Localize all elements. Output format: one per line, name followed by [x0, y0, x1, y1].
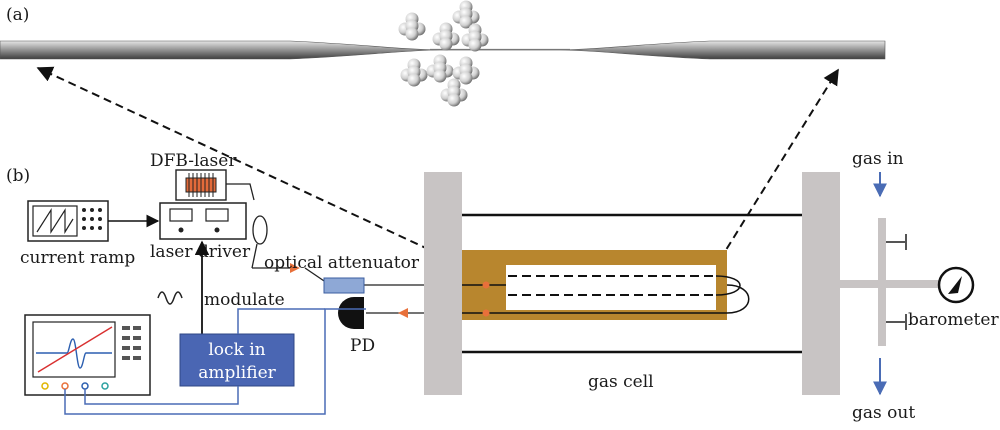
- barometer-label: barometer: [908, 310, 999, 330]
- laser-driver: laser driver: [150, 202, 251, 262]
- current-ramp-generator: current ramp: [20, 200, 135, 268]
- gas-cell: gas cell: [424, 172, 840, 395]
- panel-label-a: (a): [6, 5, 29, 25]
- dfb-laser: DFB-laser: [150, 151, 237, 201]
- oscilloscope: [24, 314, 151, 396]
- light-direction-arrow: [398, 308, 408, 318]
- lock-in-label-line2: amplifier: [198, 363, 276, 383]
- zoom-arrow-right: [705, 68, 839, 283]
- panel-label-b: (b): [6, 166, 30, 186]
- modulation-signal: modulate: [157, 240, 285, 334]
- sine-wave-icon: [157, 291, 183, 305]
- modulate-label: modulate: [204, 290, 285, 310]
- zoom-arrow-left: [36, 66, 513, 289]
- optical-attenuator: optical attenuator: [264, 253, 420, 294]
- gas-cell-label: gas cell: [588, 372, 654, 392]
- gas-plumbing: gas in gas out: [840, 149, 940, 423]
- gas-out-label: gas out: [852, 403, 915, 423]
- lock-in-amplifier: lock in amplifier: [179, 333, 295, 387]
- optical-attenuator-label: optical attenuator: [264, 253, 420, 273]
- gas-molecule: [398, 12, 426, 41]
- light-direction-arrow: [290, 263, 300, 273]
- gas-in-label: gas in: [852, 149, 904, 169]
- pd-label: PD: [350, 336, 375, 356]
- derivative-signal-trace: [36, 338, 112, 369]
- laser-driver-label: laser driver: [150, 242, 251, 262]
- gas-molecule: [432, 22, 460, 51]
- tapered-fiber: [0, 40, 886, 60]
- barometer: barometer: [908, 266, 999, 330]
- gas-cell-left-wall: [424, 172, 462, 395]
- lock-in-label-line1: lock in: [208, 340, 265, 360]
- dfb-laser-label: DFB-laser: [150, 151, 237, 171]
- gas-molecule: [400, 58, 428, 87]
- gas-molecule: [426, 54, 454, 83]
- gas-cell-right-wall: [802, 172, 840, 395]
- gas-molecules: [398, 0, 489, 107]
- ramp-signal-trace: [37, 326, 113, 373]
- current-ramp-label: current ramp: [20, 248, 135, 268]
- signal-cables: [64, 308, 366, 415]
- photodetector: PD: [338, 297, 375, 356]
- sensor-window: [506, 265, 716, 310]
